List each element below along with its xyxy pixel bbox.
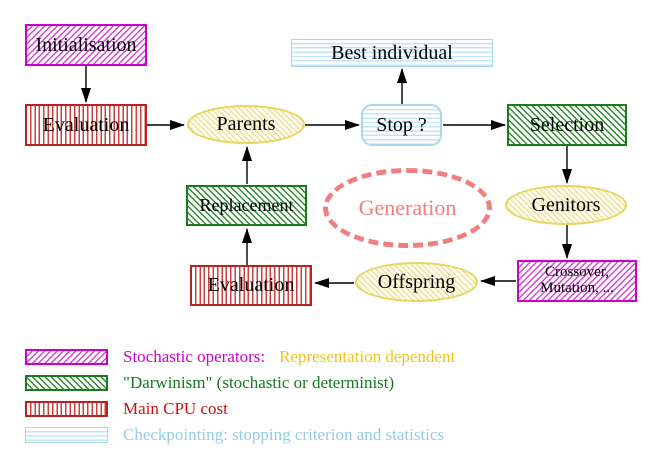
node-genitors: Genitors (505, 185, 627, 225)
legend-row-darwinism: "Darwinism" (stochastic or determinist) (25, 370, 455, 396)
node-replacement: Replacement (186, 185, 307, 226)
legend-row-checkpointing: Checkpointing: stopping criterion and st… (25, 422, 455, 448)
legend-row-cpu: Main CPU cost (25, 396, 455, 422)
crossover-line1: Crossover, (545, 264, 609, 281)
node-selection: Selection (507, 104, 627, 146)
cyan-stripes-swatch (25, 427, 108, 443)
legend-label-darwinism: "Darwinism" (stochastic or determinist) (123, 373, 395, 392)
node-evaluation-top: Evaluation (25, 104, 147, 146)
generation-cycle-ellipse: Generation (323, 168, 492, 248)
node-best-individual: Best individual (291, 39, 493, 67)
red-stripes-swatch (25, 401, 108, 417)
node-offspring: Offspring (355, 262, 478, 302)
node-parents: Parents (187, 105, 305, 144)
node-crossover-mutation: Crossover, Mutation, ... (517, 260, 637, 302)
node-initialisation: Initialisation (25, 24, 147, 66)
magenta-hatch-swatch (25, 349, 108, 365)
node-stop: Stop ? (361, 104, 442, 146)
legend-label-cpu: Main CPU cost (123, 399, 228, 418)
green-hatch-swatch (25, 375, 108, 391)
legend-label-checkpointing: Checkpointing: stopping criterion and st… (123, 425, 445, 444)
legend-label-representation: Representation dependent (279, 347, 456, 366)
legend: Stochastic operators: Representation depe… (25, 344, 455, 448)
legend-row-stochastic: Stochastic operators: Representation depe… (25, 344, 455, 370)
legend-label-stochastic: Stochastic operators: (123, 347, 266, 366)
node-evaluation-bottom: Evaluation (190, 265, 312, 306)
crossover-line2: Mutation, ... (540, 280, 614, 296)
